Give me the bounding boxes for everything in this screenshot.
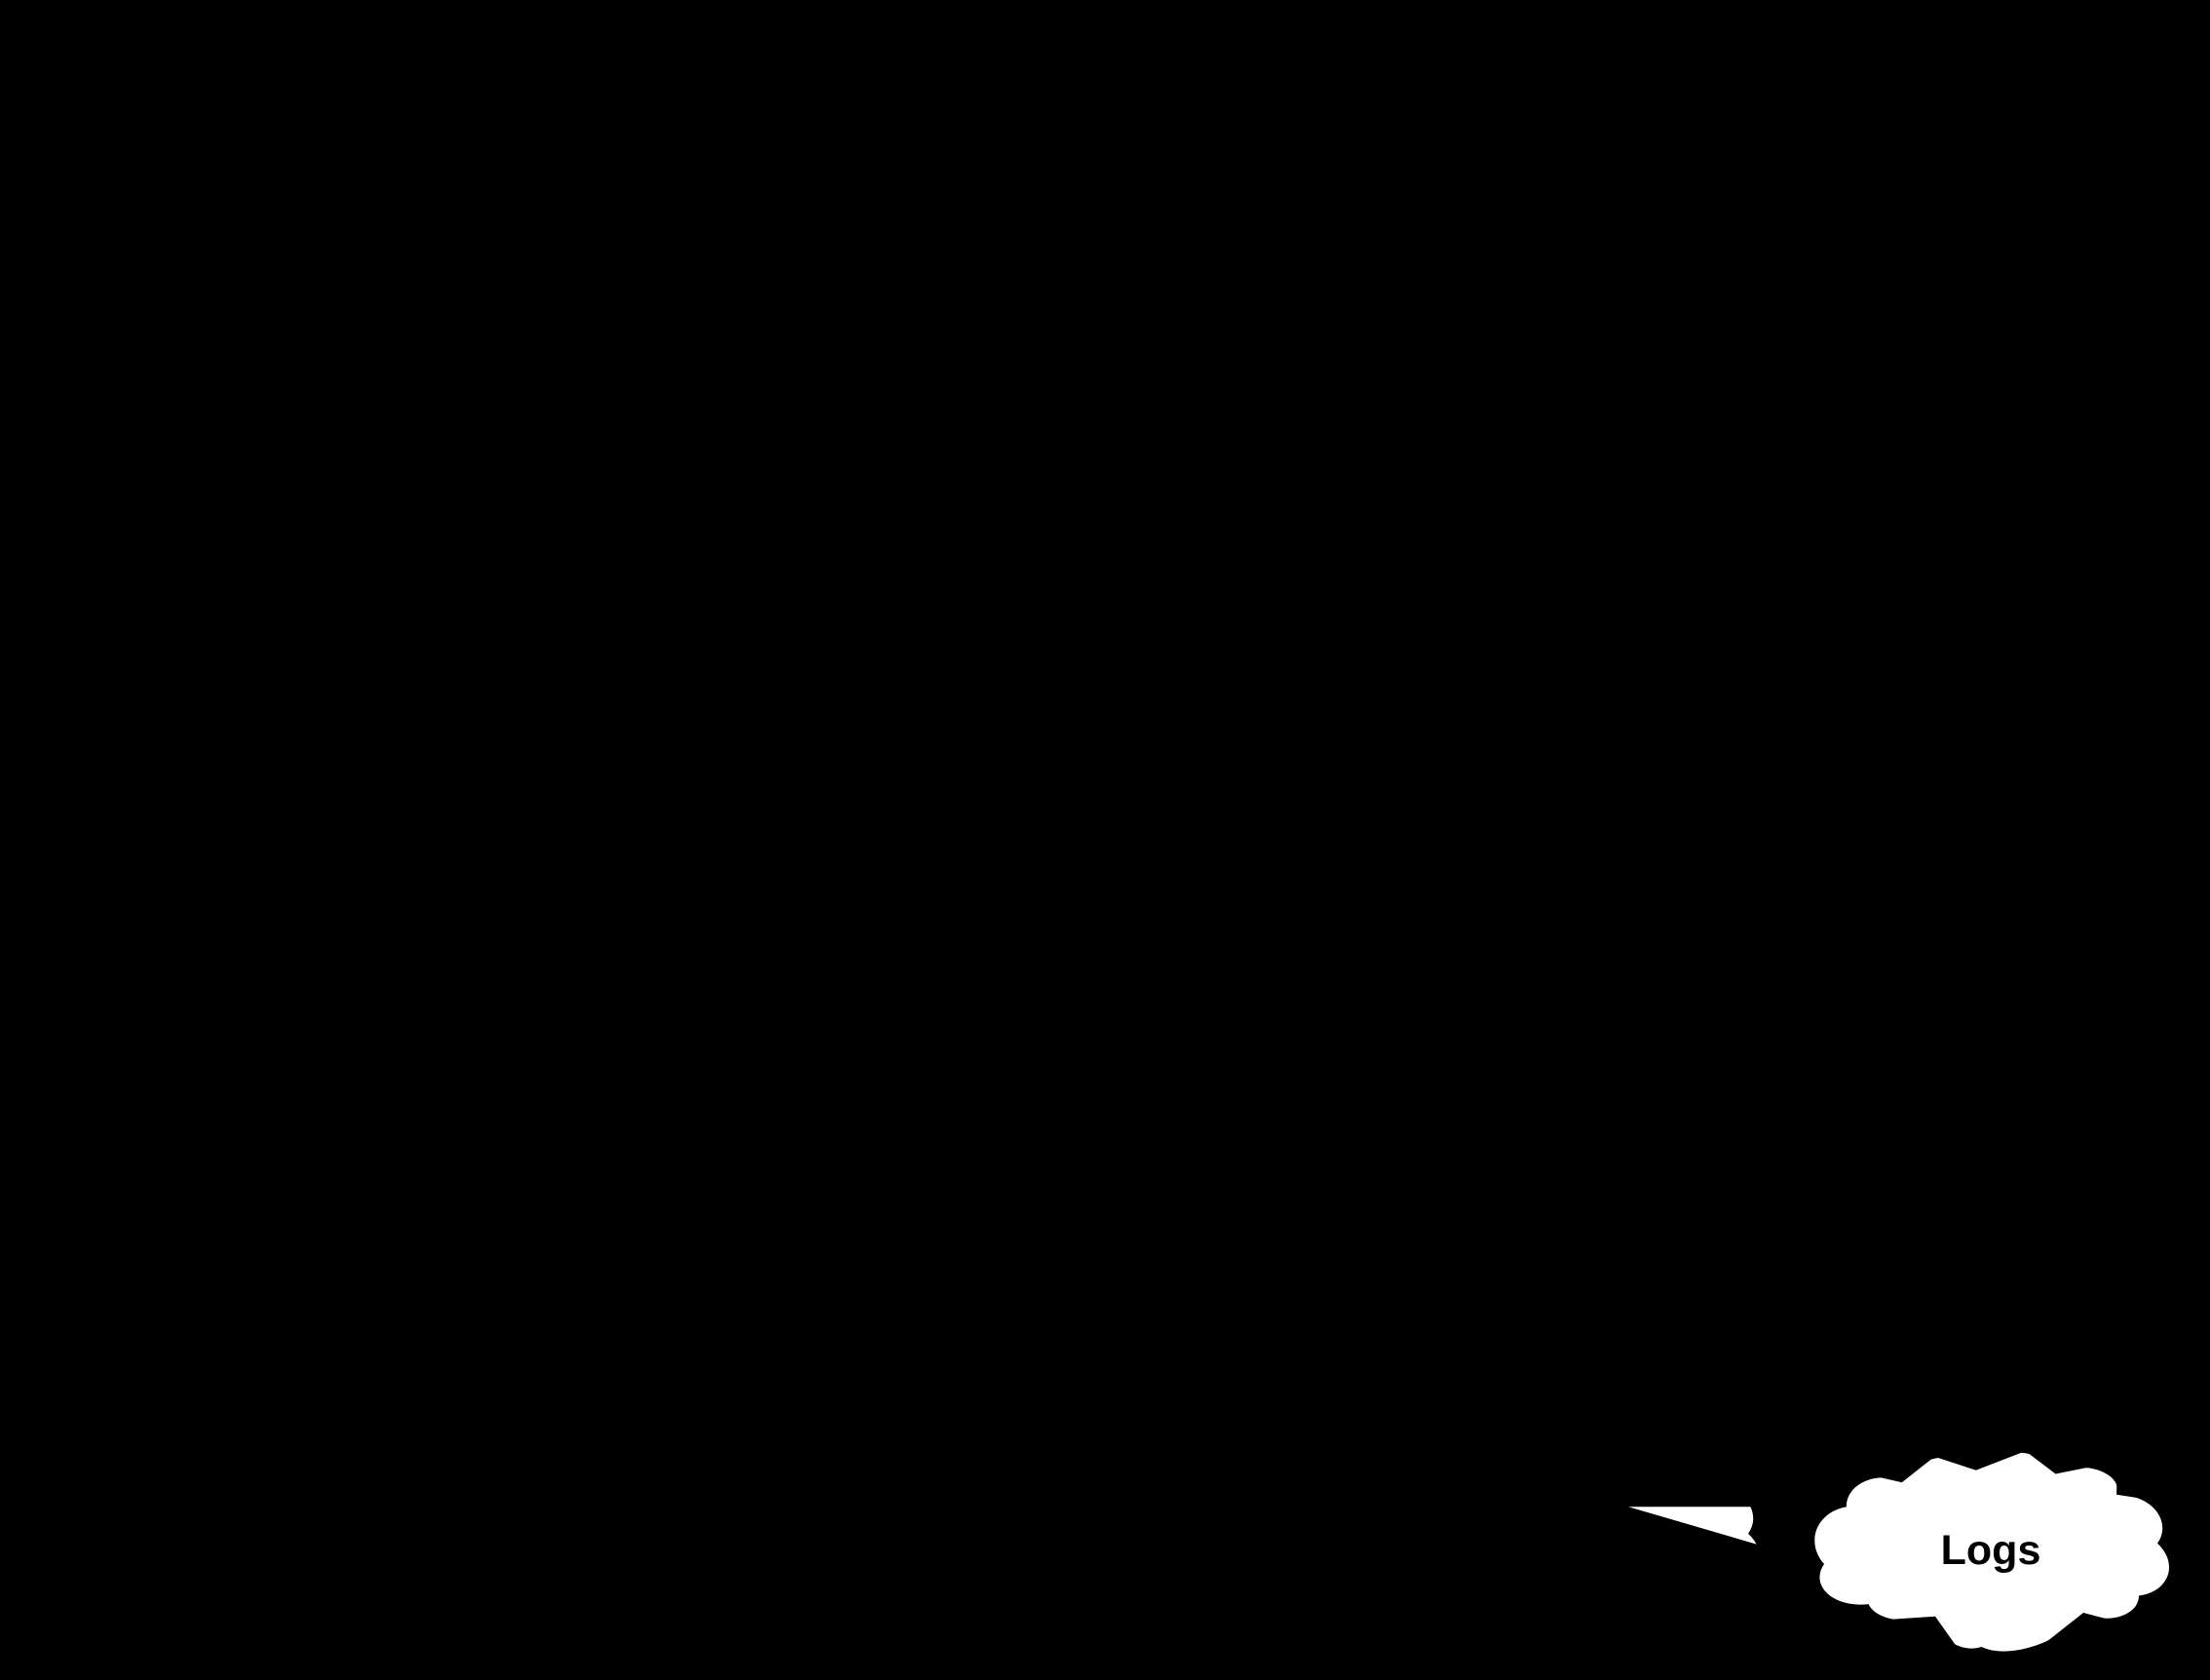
node-logs: Logs: [1814, 1452, 2169, 1651]
node-label: Logs: [1941, 1527, 2041, 1574]
